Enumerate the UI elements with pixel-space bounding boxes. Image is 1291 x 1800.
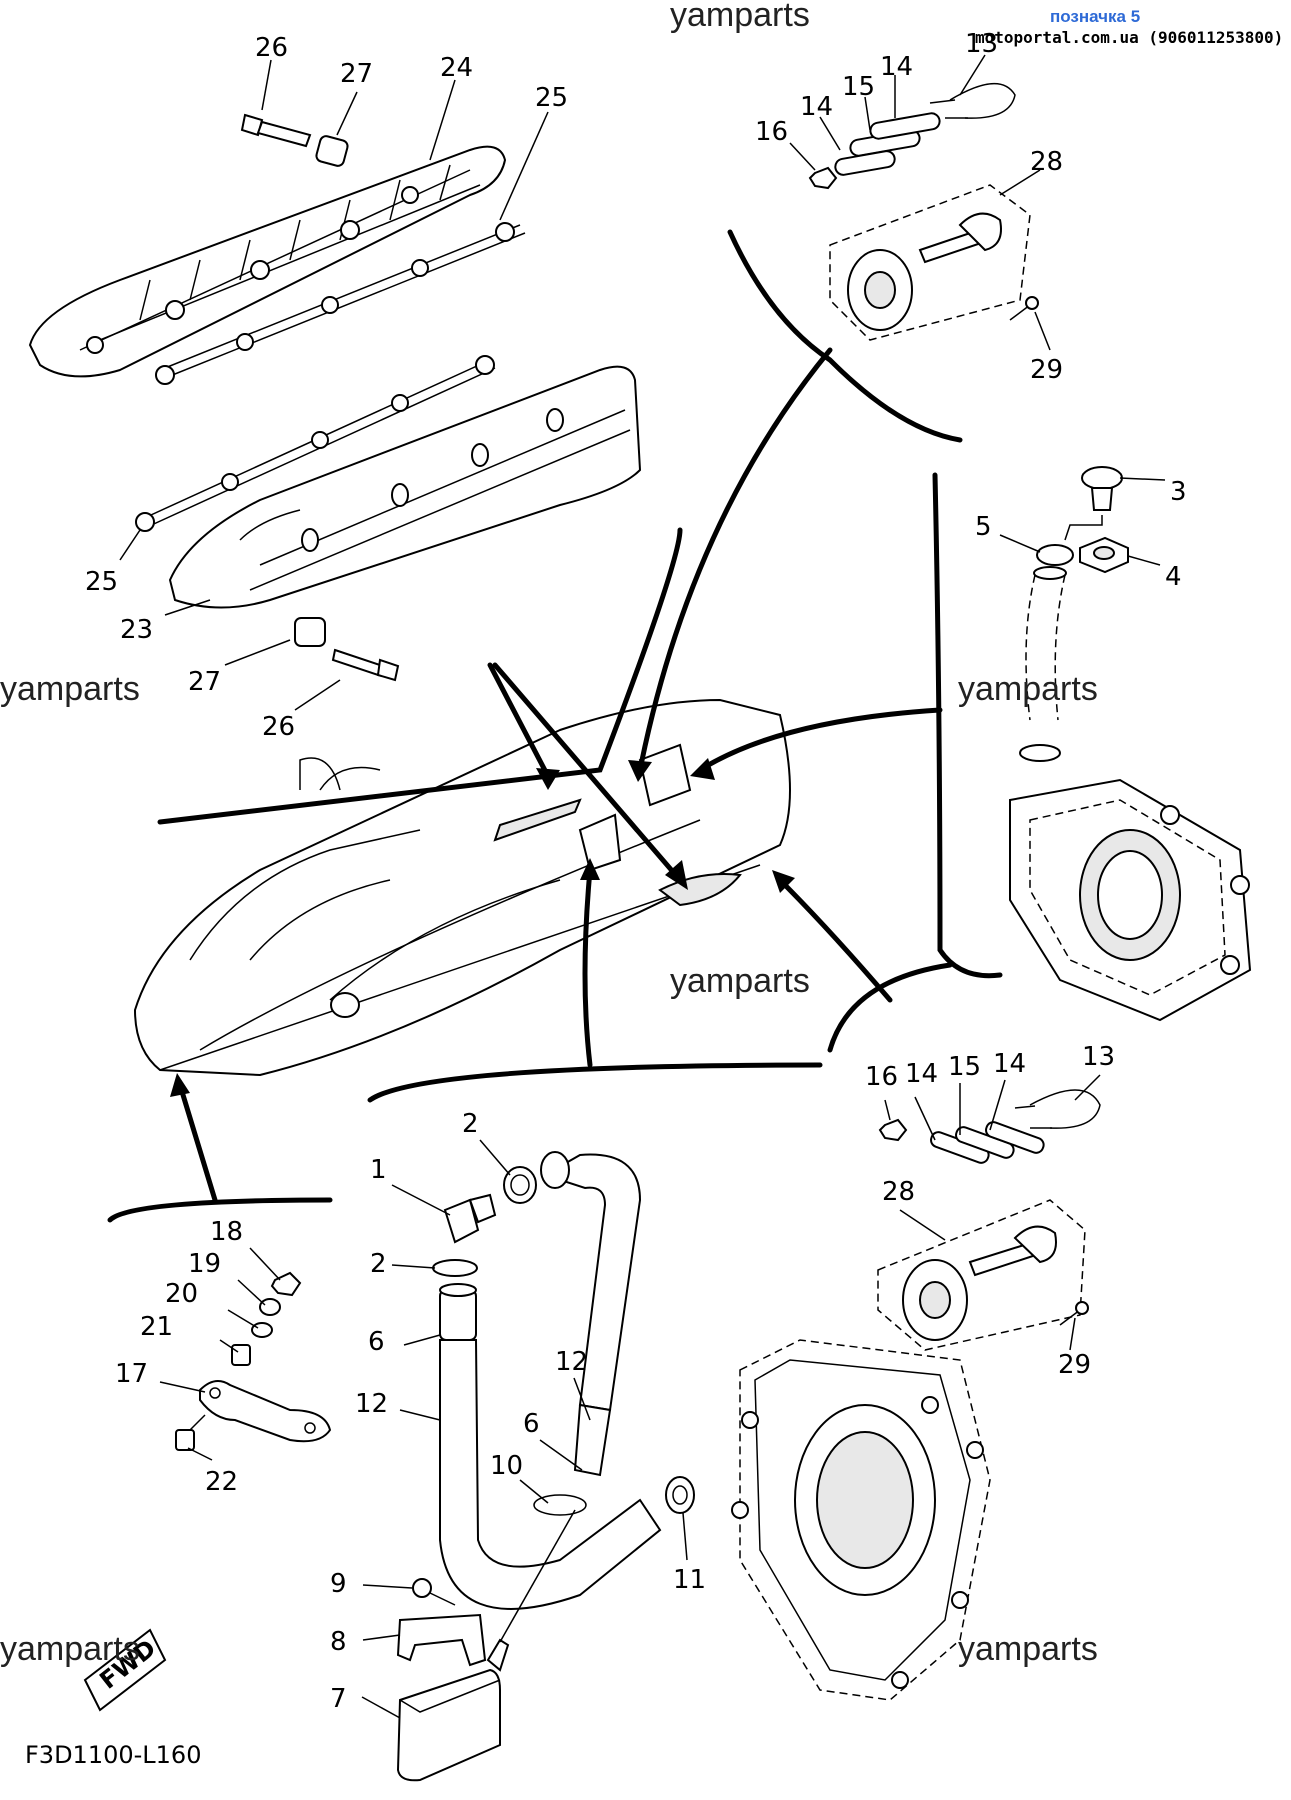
callout-16: 16 [755,117,788,147]
watercraft-hull [133,698,791,1077]
callout-7: 7 [330,1684,347,1714]
nut-16-upper [808,166,838,190]
callout-28: 28 [882,1177,915,1207]
bolt-26-lower [331,648,400,682]
callout-2: 2 [462,1109,479,1139]
jet-pump-housing-right [1009,744,1252,1022]
callout-6: 6 [368,1327,385,1357]
callout-23: 23 [120,615,153,645]
callout-9: 9 [330,1569,347,1599]
clamp-5 [1036,515,1103,566]
callout-21: 21 [140,1312,173,1342]
bracket-8 [396,1613,487,1667]
hook-13-upper [929,82,1016,119]
nut-16-lower [878,1118,908,1142]
callout-28: 28 [1030,147,1063,177]
reservoir-7 [396,1509,576,1782]
bracket-17 [199,1380,332,1443]
callout-3: 3 [1170,477,1187,507]
page-badge: позначка 5 [1050,7,1140,26]
watermark: yamparts [0,1630,140,1668]
rivet-strip-upper [155,222,526,385]
callout-19: 19 [188,1249,221,1279]
callout-27: 27 [188,667,221,697]
drain-plug-assembly-upper [829,184,1031,341]
leader-lines [119,54,1166,1719]
pointer-arrows [170,347,943,1203]
callout-26: 26 [255,33,288,63]
watermark: yamparts [958,1630,1098,1668]
screw-29-lower [1059,1301,1089,1326]
callout-26: 26 [262,712,295,742]
washer-19 [259,1298,281,1316]
plate-14-15-lower [930,1121,1045,1164]
callout-27: 27 [340,59,373,89]
callout-8: 8 [330,1627,347,1657]
jet-pump-housing-lower [731,1339,991,1701]
callout-18: 18 [210,1217,243,1247]
callout-17: 17 [115,1359,148,1389]
collar-27-lower [294,617,326,647]
plate-14-15-upper [834,112,941,176]
diagram-code: F3D1100-L160 [25,1741,201,1769]
callout-5: 5 [975,512,992,542]
rivet-strip-lower [135,355,496,532]
screw-29-upper [1009,296,1039,321]
elbow-fitting-1 [443,1193,497,1244]
clamp-2-lower [432,1259,478,1277]
callout-13: 13 [1082,1042,1115,1072]
watermark: yamparts [958,670,1098,708]
hose-connector-6-left [439,1283,477,1341]
step-rail-upper [28,145,507,378]
callout-14: 14 [905,1059,938,1089]
callout-labels: 26 27 24 25 25 23 27 26 13 14 15 14 16 2… [85,29,1187,1714]
clip-10 [533,1494,587,1516]
hose-12-right [540,1151,642,1412]
callout-25: 25 [535,83,568,113]
nut-4 [1079,536,1129,574]
callout-15: 15 [948,1052,981,1082]
bolt-26-upper [240,113,312,148]
bolt-3 [1081,466,1123,511]
drain-hose-right [1025,566,1067,721]
callout-4: 4 [1165,562,1182,592]
hook-13-lower [1014,1089,1101,1129]
callout-24: 24 [440,53,473,83]
callout-12: 12 [355,1389,388,1419]
step-rail-lower [168,365,642,609]
watermark-top: yamparts [670,0,810,34]
clip-11 [665,1476,695,1514]
washer-20 [251,1322,273,1338]
callout-13: 13 [965,29,998,59]
clamp-2-upper [503,1166,537,1204]
hose-12-left [439,1339,662,1610]
callout-14: 14 [800,92,833,122]
bolt-9 [412,1578,456,1606]
bolt-22 [175,1414,206,1451]
site-url: motoportal.com.ua (906011253800) [975,28,1283,47]
callout-15: 15 [842,72,875,102]
callout-11: 11 [673,1565,706,1595]
section-brackets [107,229,1003,1223]
callout-10: 10 [490,1451,523,1481]
callout-22: 22 [205,1467,238,1497]
callout-6: 6 [523,1409,540,1439]
drain-plug-assembly-lower [877,1199,1086,1351]
callout-12: 12 [555,1347,588,1377]
callout-1: 1 [370,1155,387,1185]
hose-connector-6-right [573,1403,612,1477]
callout-29: 29 [1030,355,1063,385]
watermark: yamparts [0,670,140,708]
callout-14: 14 [993,1049,1026,1079]
callout-29: 29 [1058,1350,1091,1380]
callout-14: 14 [880,52,913,82]
watermark: yamparts [670,962,810,1000]
bolt-21 [231,1344,251,1366]
callout-16: 16 [865,1062,898,1092]
callout-2: 2 [370,1249,387,1279]
callout-20: 20 [165,1279,198,1309]
collar-27-upper [315,135,349,167]
callout-25: 25 [85,567,118,597]
